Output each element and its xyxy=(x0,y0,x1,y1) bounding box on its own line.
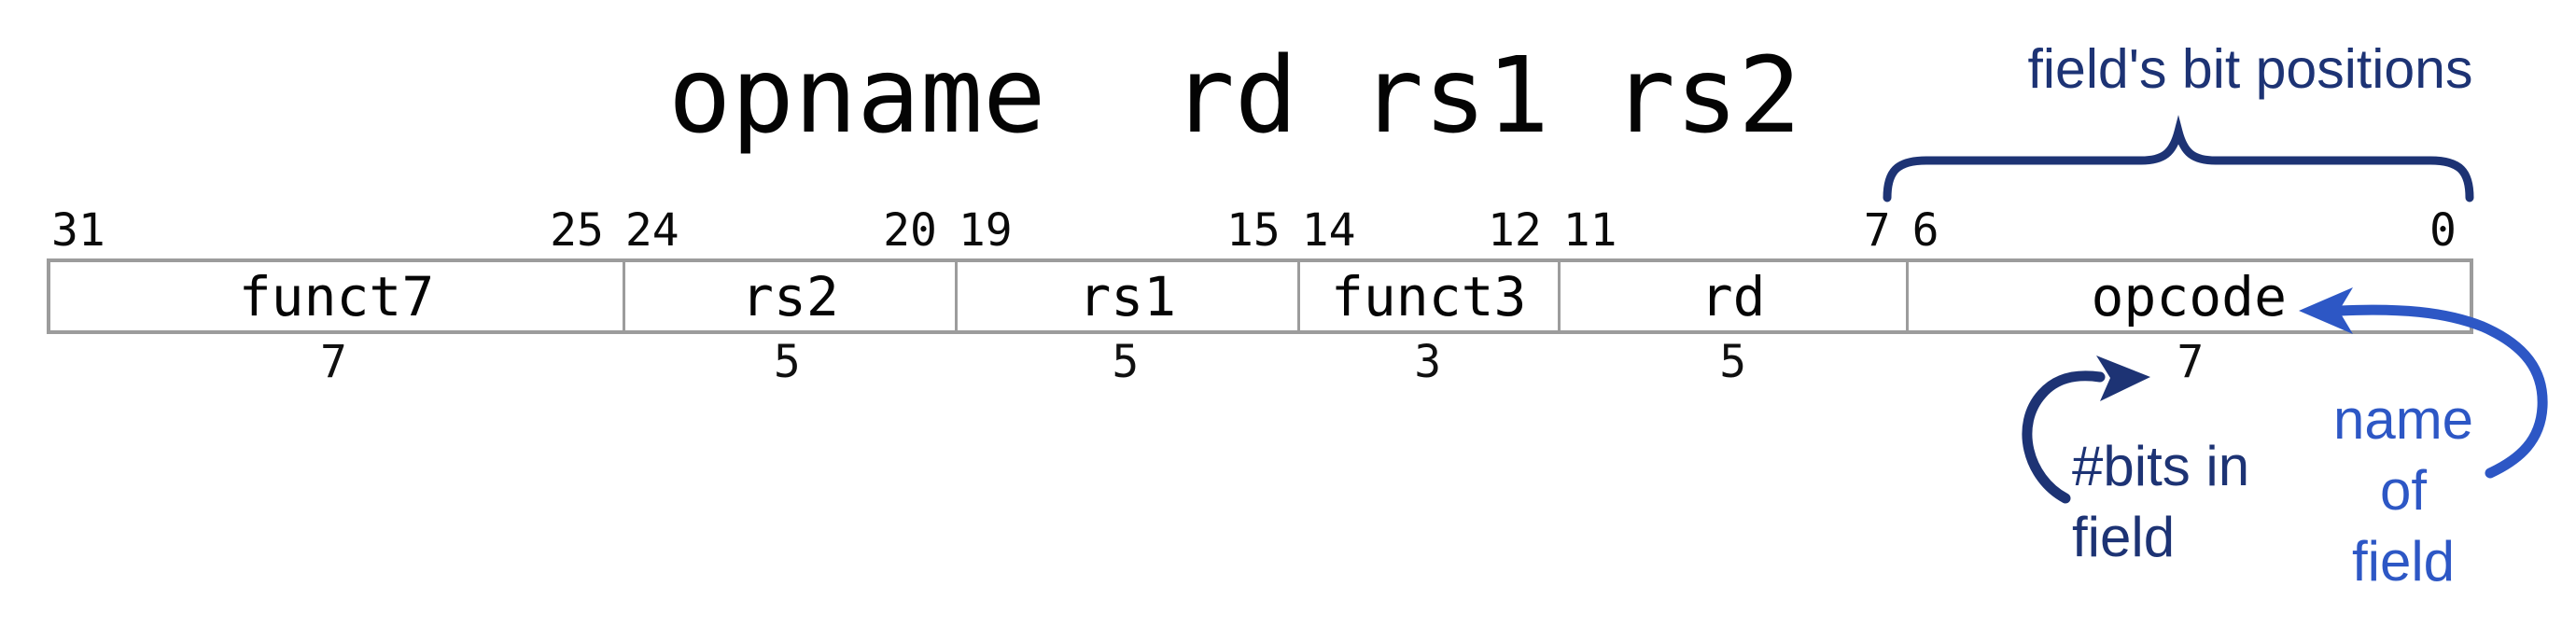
bit-hi: 24 xyxy=(624,204,679,257)
name-of-field-label: name of field xyxy=(2291,384,2515,597)
bit-lo: 15 xyxy=(1225,204,1281,257)
bit-hi: 31 xyxy=(51,204,105,257)
bit-count-funct3: 3 xyxy=(1414,336,1442,388)
field-cell-opcode: opcode xyxy=(1905,262,2470,330)
bits-in-field-line1: #bits in xyxy=(2072,435,2250,497)
bit-range-rs1: 19 15 xyxy=(954,207,1297,254)
field-cell-rs2: rs2 xyxy=(623,262,955,330)
name-of-field-line3: field xyxy=(2351,530,2456,593)
bit-lo: 0 xyxy=(2429,204,2457,257)
field-cell-rd: rd xyxy=(1557,262,1906,330)
bit-count-rs1: 5 xyxy=(1112,336,1140,388)
bit-hi: 6 xyxy=(1911,204,1939,257)
instruction-field-table: funct7 rs2 rs1 funct3 rd opcode xyxy=(47,258,2473,334)
bit-positions-brace xyxy=(1883,115,2474,202)
bit-range-opcode: 6 0 xyxy=(1908,207,2473,254)
bit-count-opcode: 7 xyxy=(2177,336,2205,388)
name-of-field-line2: of xyxy=(2379,459,2428,522)
bit-positions-label: field's bit positions xyxy=(2027,38,2473,100)
bit-count-rs2: 5 xyxy=(773,336,801,388)
bit-lo: 12 xyxy=(1487,204,1542,257)
instruction-title: opname rd rs1 rs2 xyxy=(668,35,1801,157)
bit-range-rs2: 24 20 xyxy=(621,207,954,254)
bit-lo: 25 xyxy=(550,204,604,257)
bits-in-field-label: #bits in field xyxy=(2072,431,2249,573)
bit-range-funct3: 14 12 xyxy=(1297,207,1559,254)
bit-lo: 7 xyxy=(1863,204,1891,257)
bits-in-field-line2: field xyxy=(2072,506,2176,568)
bit-count-row: 7 5 5 3 5 7 xyxy=(47,338,2473,386)
bit-count-rd: 5 xyxy=(1719,336,1747,388)
bit-range-funct7: 31 25 xyxy=(47,207,621,254)
field-cell-funct3: funct3 xyxy=(1296,262,1558,330)
bit-index-row: 31 25 24 20 19 15 14 12 11 7 6 0 xyxy=(47,207,2473,254)
bit-count-funct7: 7 xyxy=(319,336,347,388)
name-of-field-line1: name xyxy=(2332,388,2474,451)
bit-hi: 14 xyxy=(1301,204,1356,257)
field-cell-rs1: rs1 xyxy=(954,262,1297,330)
field-cell-funct7: funct7 xyxy=(238,264,435,328)
bit-hi: 11 xyxy=(1562,204,1617,257)
bit-hi: 19 xyxy=(958,204,1013,257)
bit-lo: 20 xyxy=(883,204,937,257)
bit-range-rd: 11 7 xyxy=(1559,207,1908,254)
